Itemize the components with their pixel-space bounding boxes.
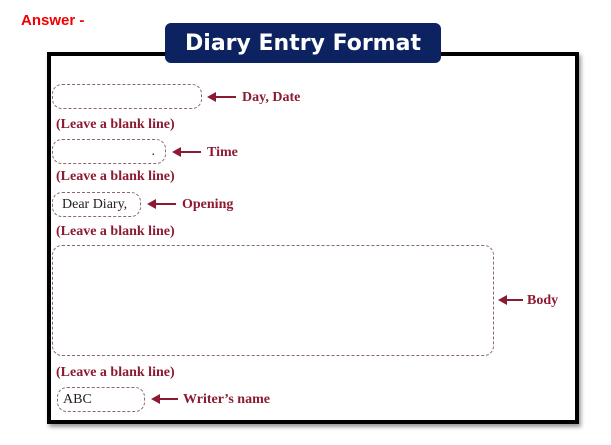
time-box: . xyxy=(52,139,166,164)
body-label: Body xyxy=(527,293,559,308)
day-date-label: Day, Date xyxy=(242,90,301,105)
page-title: Diary Entry Format xyxy=(165,23,441,63)
arrow-left-icon xyxy=(498,295,523,305)
answer-label: Answer - xyxy=(21,12,85,29)
day-date-box xyxy=(52,84,202,109)
blank-line-note: (Leave a blank line) xyxy=(56,117,175,132)
arrow-left-icon xyxy=(172,147,201,157)
blank-line-note: (Leave a blank line) xyxy=(56,365,175,380)
opening-box: Dear Diary, xyxy=(52,192,141,217)
writer-name-label: Writer’s name xyxy=(183,392,270,407)
opening-label: Opening xyxy=(182,197,234,212)
writer-name-box: ABC xyxy=(57,387,145,412)
body-box xyxy=(52,245,494,356)
arrow-left-icon xyxy=(147,199,176,209)
blank-line-note: (Leave a blank line) xyxy=(56,224,175,239)
arrow-left-icon xyxy=(207,92,236,102)
arrow-left-icon xyxy=(151,394,178,404)
time-label: Time xyxy=(207,145,238,160)
blank-line-note: (Leave a blank line) xyxy=(56,169,175,184)
